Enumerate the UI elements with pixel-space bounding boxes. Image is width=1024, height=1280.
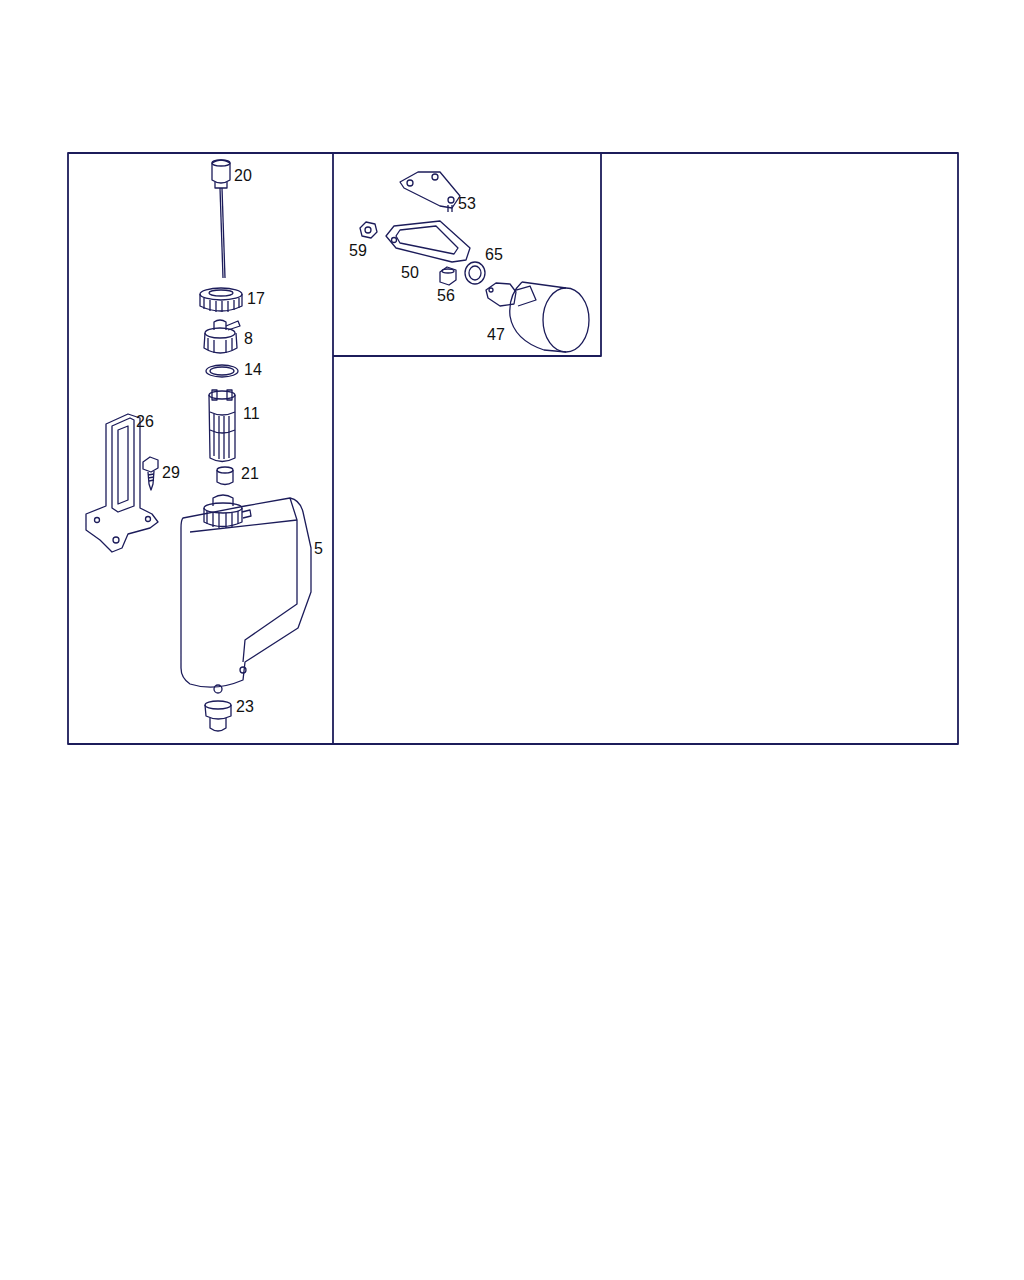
o-ring — [206, 365, 238, 377]
callout-number: 53 — [458, 196, 476, 212]
callout-number: 65 — [485, 247, 503, 263]
callout-number: 20 — [234, 168, 252, 184]
callout-number: 17 — [247, 291, 265, 307]
sleeve — [217, 467, 233, 485]
nut — [440, 267, 456, 285]
pump-motor — [486, 282, 589, 352]
grommet — [205, 701, 231, 731]
screw — [143, 457, 158, 490]
valve-cap — [204, 320, 240, 353]
callout-number: 29 — [162, 465, 180, 481]
callout-number: 21 — [241, 466, 259, 482]
mounting-plate — [400, 172, 460, 212]
callout-number: 26 — [136, 414, 154, 430]
callout-number: 59 — [349, 243, 367, 259]
callout-number: 11 — [243, 406, 260, 422]
filter — [209, 390, 235, 462]
callout-number: 47 — [487, 327, 505, 343]
callout-number: 56 — [437, 288, 455, 304]
ring-nut — [200, 288, 242, 312]
bracket — [86, 414, 158, 552]
divider — [332, 153, 334, 744]
seal-ring — [465, 262, 485, 284]
reservoir-tank — [181, 495, 311, 693]
callout-number: 50 — [401, 265, 419, 281]
callout-number: 23 — [236, 699, 254, 715]
outer-frame — [68, 153, 958, 744]
nut — [360, 222, 377, 238]
callout-number: 5 — [314, 541, 323, 557]
callout-number: 8 — [244, 331, 253, 347]
inset-frame — [333, 153, 601, 356]
callout-number: 14 — [244, 362, 262, 378]
dipstick — [212, 160, 230, 278]
gasket — [386, 221, 470, 262]
